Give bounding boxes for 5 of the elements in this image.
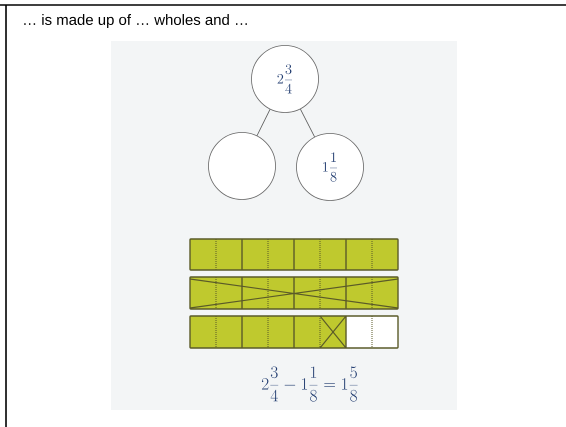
equation: $2\frac{3}{4} - 1\frac{1}{8} = 1\frac{5}{8}$ [262, 366, 358, 402]
empty-circle [208, 132, 276, 200]
connector-line [256, 109, 270, 136]
connector-line [300, 108, 315, 138]
prompt-sentence: … is made up of … wholes and … [24, 14, 247, 28]
